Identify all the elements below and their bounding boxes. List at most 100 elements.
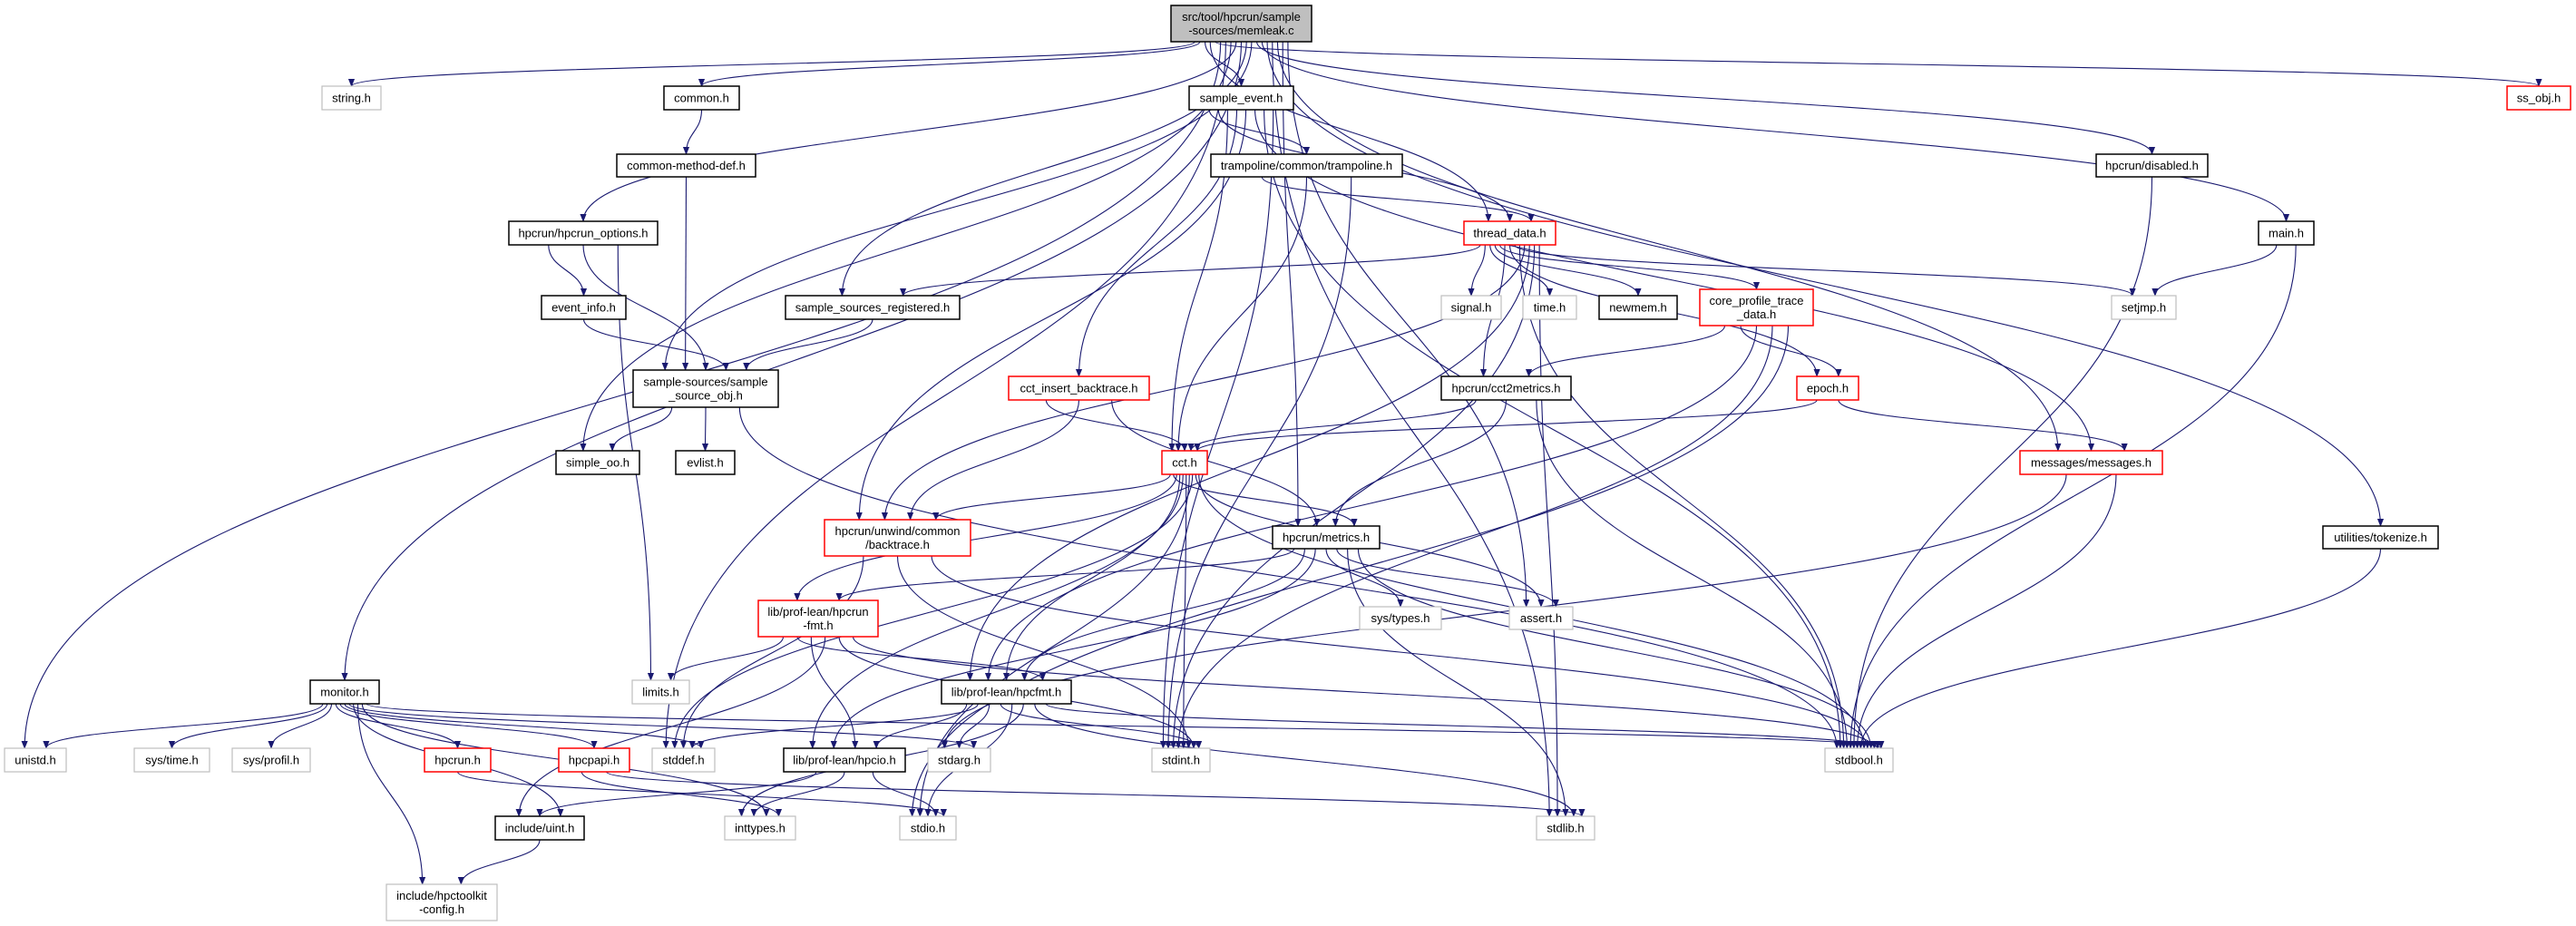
node-simple-oo-h[interactable]: simple_oo.h: [555, 450, 640, 475]
edge-thread_data_h-to-setjmp_h: [1514, 244, 2136, 297]
edge-hpcio_h-to-inttypes_h: [750, 771, 845, 817]
edge-root-to-ss_obj_h: [1215, 41, 2542, 87]
edge-metrics_h-to-assert_h: [1336, 548, 1559, 608]
node-box: [824, 519, 971, 557]
node-stdio-h[interactable]: stdio.h: [899, 815, 957, 841]
node-stdarg-h[interactable]: stdarg.h: [927, 747, 991, 773]
node-label: include/hpctoolkit: [396, 889, 487, 902]
edge-hpcfmt_h-to-stddef_h: [688, 703, 979, 749]
node-box: [2258, 220, 2315, 246]
node-hpctoolkit-config-h[interactable]: include/hpctoolkit-config.h: [385, 883, 498, 921]
node-sys-types-h[interactable]: sys/types.h: [1359, 606, 1442, 630]
node-label: hpcrun/metrics.h: [1283, 531, 1370, 544]
node-hpcfmt-h[interactable]: lib/prof-lean/hpcfmt.h: [941, 679, 1072, 705]
node-backtrace-h[interactable]: hpcrun/unwind/common/backtrace.h: [824, 519, 971, 557]
node-string-h[interactable]: string.h: [321, 85, 382, 111]
node-setjmp-h[interactable]: setjmp.h: [2111, 295, 2177, 320]
edge-monitor_h-to-sys_profil_h: [268, 703, 333, 749]
node-label: sample-sources/sample: [643, 375, 767, 389]
node-sys-profil-h[interactable]: sys/profil.h: [231, 747, 311, 773]
edge-uint_h-to-hpctoolkit_config_h: [457, 839, 541, 885]
node-common-method-def-h[interactable]: common-method-def.h: [616, 153, 756, 178]
node-sample-sources-registered-h[interactable]: sample_sources_registered.h: [785, 295, 961, 320]
edge-metrics_h-to-stdbool_h: [1357, 548, 1875, 749]
node-hpcpapi-h[interactable]: hpcpapi.h: [558, 747, 630, 773]
node-monitor-h[interactable]: monitor.h: [309, 679, 380, 705]
node-evlist-h[interactable]: evlist.h: [675, 450, 736, 475]
node-uint-h[interactable]: include/uint.h: [494, 815, 585, 841]
node-time-h[interactable]: time.h: [1522, 295, 1577, 320]
node-epoch-h[interactable]: epoch.h: [1796, 375, 1859, 401]
node-cct-insert-backtrace-h[interactable]: cct_insert_backtrace.h: [1008, 375, 1150, 401]
node-ss-obj-h[interactable]: ss_obj.h: [2506, 85, 2571, 111]
node-stdlib-h[interactable]: stdlib.h: [1536, 815, 1595, 841]
node-messages-h[interactable]: messages/messages.h: [2019, 450, 2163, 475]
node-event-info-h[interactable]: event_info.h: [541, 295, 627, 320]
node-label: unistd.h: [15, 754, 56, 767]
node-inttypes-h[interactable]: inttypes.h: [724, 815, 796, 841]
node-box: [1796, 375, 1859, 401]
node-label: stdlib.h: [1547, 822, 1584, 835]
node-stddef-h[interactable]: stddef.h: [651, 747, 716, 773]
node-core-profile-trace-data-h[interactable]: core_profile_trace_data.h: [1699, 288, 1814, 327]
node-stdint-h[interactable]: stdint.h: [1151, 747, 1211, 773]
node-newmem-h[interactable]: newmem.h: [1598, 295, 1678, 320]
node-sample-source-obj-h[interactable]: sample-sources/sample_source_obj.h: [632, 369, 779, 408]
node-disabled-h[interactable]: hpcrun/disabled.h: [2095, 153, 2209, 178]
edge-epoch_h-to-messages_h: [1838, 399, 2128, 452]
node-common-h[interactable]: common.h: [663, 85, 740, 111]
node-assert-h[interactable]: assert.h: [1508, 606, 1574, 630]
edge-root-to-disabled_h: [1256, 41, 2155, 155]
node-cct-h[interactable]: cct.h: [1161, 450, 1208, 475]
node-label: hpcrun.h: [434, 754, 481, 767]
node-label: setjmp.h: [2122, 301, 2166, 315]
edge-root-to-string_h: [348, 41, 1195, 87]
edge-thread_data_h-to-time_h: [1489, 244, 1554, 297]
node-box: [1699, 288, 1814, 327]
node-metrics-h[interactable]: hpcrun/metrics.h: [1272, 525, 1381, 550]
edge-thread_data_h-to-stdbool_h: [1518, 244, 1848, 749]
edge-monitor_h-to-stdbool_h: [366, 703, 1884, 749]
edge-monitor_h-to-hpcpapi_h: [339, 703, 598, 749]
node-unistd-h[interactable]: unistd.h: [4, 747, 67, 773]
edge-hpcrun_fmt_h-to-stdbool_h: [852, 636, 1878, 749]
node-hpcrun-options-h[interactable]: hpcrun/hpcrun_options.h: [508, 220, 659, 246]
edge-root-to-stdlib_h: [1272, 41, 1553, 817]
node-box: [1161, 450, 1208, 475]
node-thread-data-h[interactable]: thread_data.h: [1463, 220, 1556, 246]
node-label: evlist.h: [687, 456, 723, 470]
node-main-h[interactable]: main.h: [2258, 220, 2315, 246]
node-hpcio-h[interactable]: lib/prof-lean/hpcio.h: [783, 747, 906, 773]
node-label: hpcrun/disabled.h: [2105, 159, 2199, 172]
node-label: limits.h: [642, 686, 678, 699]
node-box: [133, 747, 210, 773]
node-box: [1440, 375, 1572, 401]
node-limits-h[interactable]: limits.h: [631, 679, 690, 705]
node-root[interactable]: src/tool/hpcrun/sample-sources/memleak.c: [1170, 5, 1312, 43]
node-box: [2095, 153, 2209, 178]
edge-monitor_h-to-stdarg_h: [348, 703, 977, 749]
node-signal-h[interactable]: signal.h: [1440, 295, 1502, 320]
node-box: [675, 450, 736, 475]
node-label: stdarg.h: [938, 754, 981, 767]
node-box: [309, 679, 380, 705]
node-hpcrun-fmt-h[interactable]: lib/prof-lean/hpcrun-fmt.h: [757, 599, 879, 638]
node-label: -config.h: [419, 902, 464, 916]
node-box: [1008, 375, 1150, 401]
node-label: src/tool/hpcrun/sample: [1182, 10, 1301, 24]
node-tokenize-h[interactable]: utilities/tokenize.h: [2322, 525, 2439, 550]
node-sys-time-h[interactable]: sys/time.h: [133, 747, 210, 773]
edge-root-to-sample_sources_registered_h: [838, 41, 1247, 297]
edge-thread_data_h-to-stdlib_h: [1538, 244, 1561, 817]
edge-root-to-simple_oo_h: [580, 41, 1232, 452]
node-label: _source_obj.h: [668, 389, 743, 403]
node-cct2metrics-h[interactable]: hpcrun/cct2metrics.h: [1440, 375, 1572, 401]
node-hpcrun-h[interactable]: hpcrun.h: [424, 747, 492, 773]
node-trampoline-h[interactable]: trampoline/common/trampoline.h: [1210, 153, 1403, 178]
edge-root-to-unistd_h: [21, 41, 1222, 749]
node-label: include/uint.h: [505, 822, 575, 835]
node-label: -sources/memleak.c: [1188, 24, 1294, 37]
node-stdbool-h[interactable]: stdbool.h: [1824, 747, 1894, 773]
edge-root-to-hpcrun_options_h: [580, 41, 1237, 222]
node-sample-event-h[interactable]: sample_event.h: [1188, 85, 1294, 111]
